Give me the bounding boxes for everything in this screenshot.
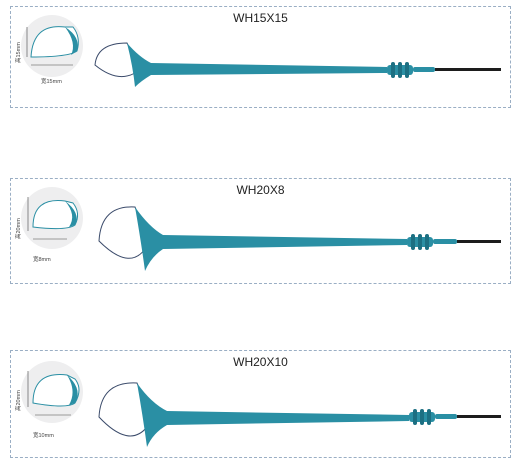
electrode-illustration [94,42,501,87]
product-panel-wh20x10: WH20X10 高20mm 宽10mm [10,350,511,458]
tip-detail-icon [27,371,80,416]
model-title: WH20X8 [236,183,285,197]
detail-inset [21,361,83,423]
width-dimension-label: 宽10mm [33,433,54,439]
product-panel-wh15x15: WH15X15 高15mm 宽15mm [10,6,511,108]
detail-inset [21,15,83,77]
height-dimension-label: 高20mm [16,390,22,411]
height-dimension-label: 高20mm [16,218,22,239]
electrode-device [89,377,509,453]
electrode-device [89,201,509,277]
tip-detail-icon [26,26,79,66]
electrode-illustration [98,382,501,447]
width-dimension-label: 宽8mm [33,257,51,263]
width-dimension-label: 宽15mm [41,79,62,85]
product-panel-wh20x8: WH20X8 高20mm 宽8mm [10,178,511,284]
tip-detail-icon [27,197,79,240]
detail-inset [21,187,83,249]
electrode-illustration [98,206,501,271]
model-title: WH20X10 [233,355,288,369]
electrode-device [87,37,507,87]
height-dimension-label: 高15mm [16,42,22,63]
model-title: WH15X15 [233,11,288,25]
